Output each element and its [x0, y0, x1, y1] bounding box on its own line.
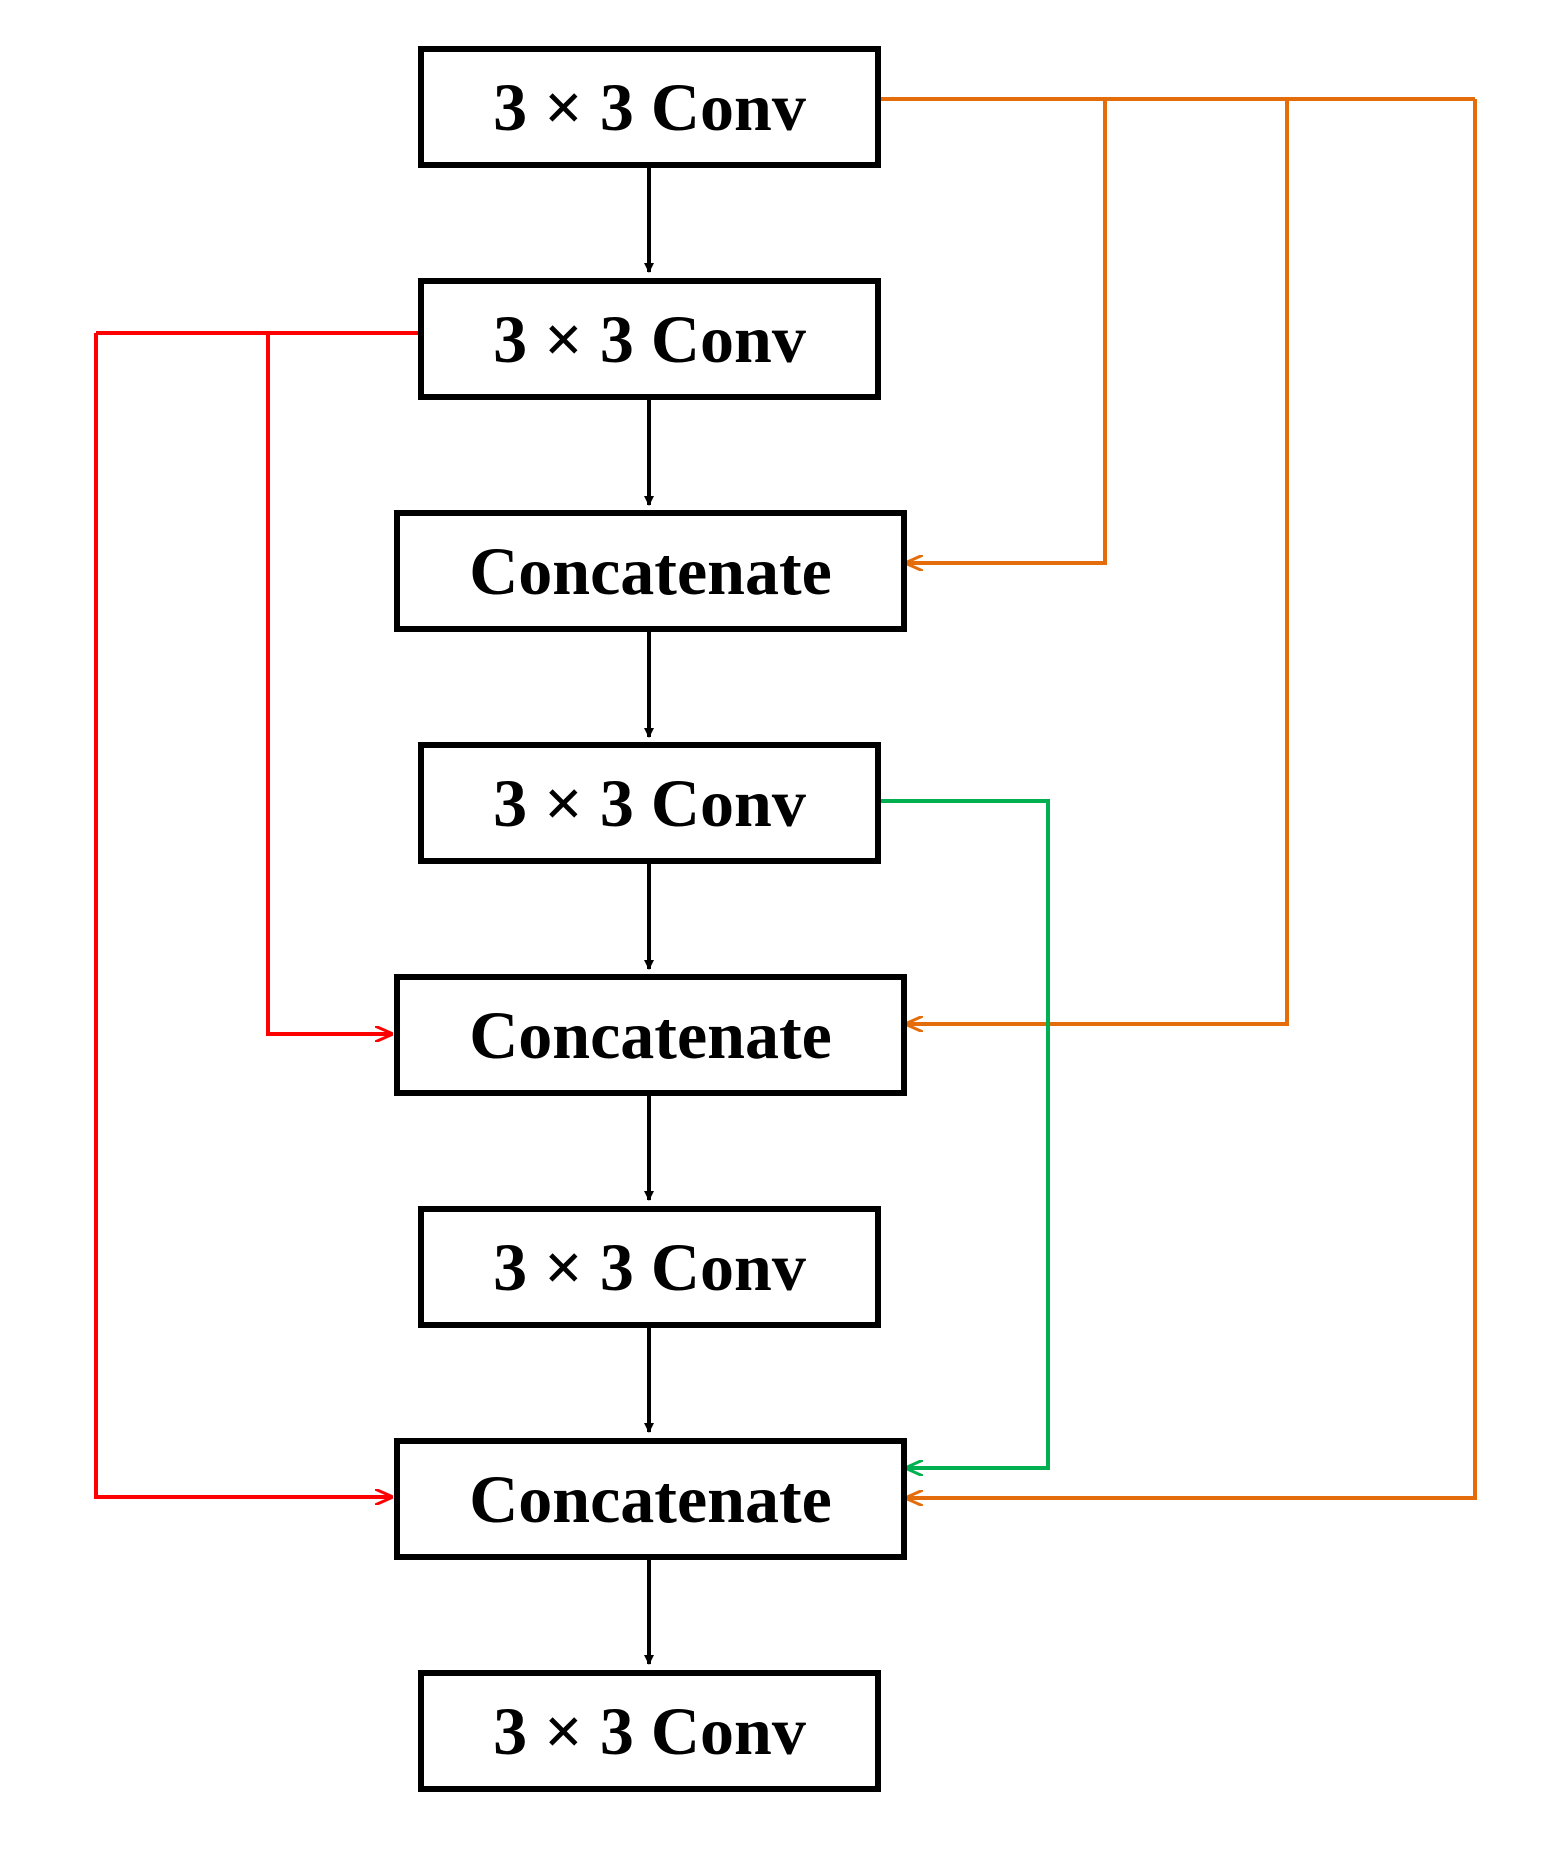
node-concat3: Concatenate — [394, 1438, 907, 1560]
node-conv1-box — [418, 46, 881, 168]
node-conv1: 3 × 3 Conv — [418, 46, 881, 168]
node-concat1: Concatenate — [394, 510, 907, 632]
node-conv1-label: 3 × 3 Conv — [493, 69, 806, 145]
node-conv4-label: 3 × 3 Conv — [493, 1229, 806, 1305]
orange-skip-edges — [878, 97, 1477, 1498]
node-conv2: 3 × 3 Conv — [418, 278, 881, 400]
edge-conv2-concat3 — [94, 333, 392, 1497]
red-skip-edges — [94, 331, 421, 1497]
node-conv2-label: 3 × 3 Conv — [493, 301, 806, 377]
edge-conv1-concat2 — [906, 99, 1289, 1024]
edge-conv1-concat3 — [906, 99, 1477, 1498]
node-conv4-box — [418, 1206, 881, 1328]
green-skip-edges — [878, 799, 1050, 1468]
node-concat1-box — [394, 510, 907, 632]
node-concat3-label: Concatenate — [469, 1461, 832, 1537]
node-conv4: 3 × 3 Conv — [418, 1206, 881, 1328]
edge-conv1-concat1 — [906, 99, 1107, 563]
edge-conv3-concat3 — [878, 799, 1050, 1468]
node-conv5: 3 × 3 Conv — [418, 1670, 881, 1792]
node-conv3-label: 3 × 3 Conv — [493, 765, 806, 841]
node-concat2: Concatenate — [394, 974, 907, 1096]
node-concat2-box — [394, 974, 907, 1096]
node-conv2-box — [418, 278, 881, 400]
node-conv5-box — [418, 1670, 881, 1792]
node-conv5-label: 3 × 3 Conv — [493, 1693, 806, 1769]
node-concat3-box — [394, 1438, 907, 1560]
node-conv3: 3 × 3 Conv — [418, 742, 881, 864]
node-conv3-box — [418, 742, 881, 864]
edge-conv2-concat2 — [266, 333, 392, 1034]
node-concat1-label: Concatenate — [469, 533, 832, 609]
node-concat2-label: Concatenate — [469, 997, 832, 1073]
